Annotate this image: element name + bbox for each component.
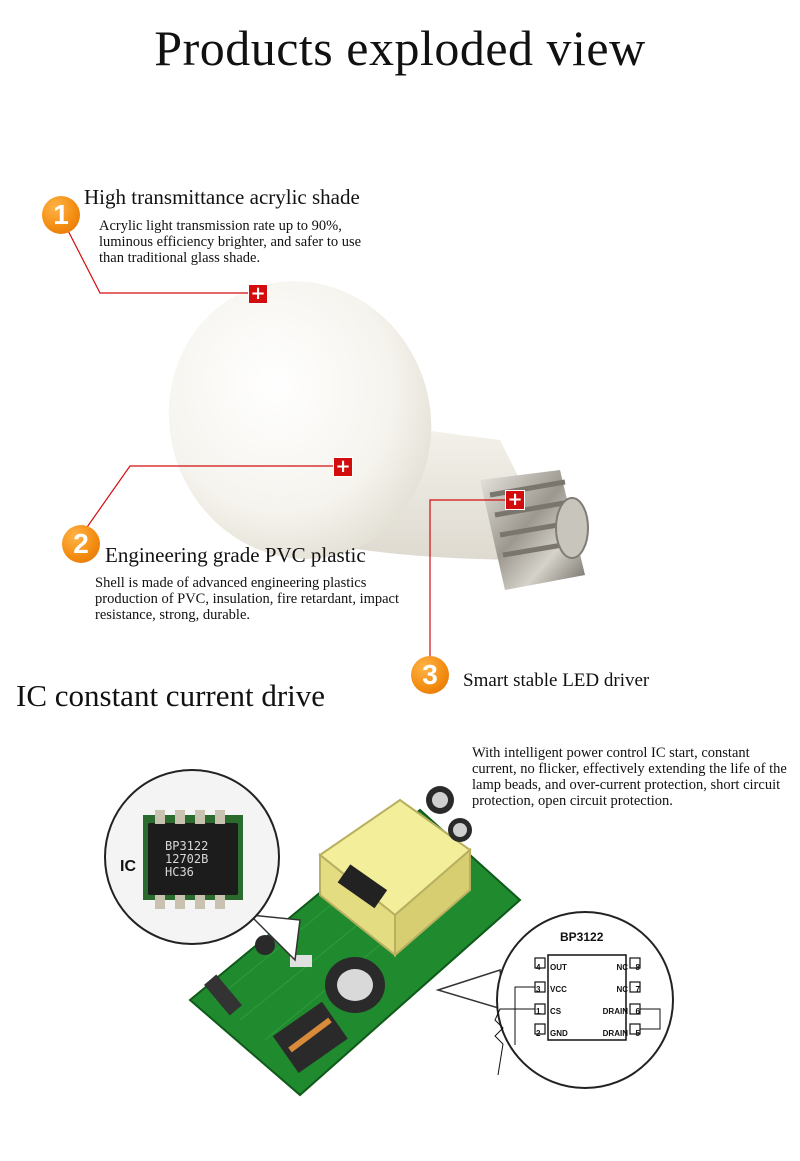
plus-marker-icon[interactable]: + — [505, 490, 525, 510]
feature-3-title: Smart stable LED driver — [463, 670, 650, 691]
leader-line-1 — [59, 214, 258, 294]
badge-1: 1 — [42, 196, 80, 234]
leader-line-2 — [77, 465, 343, 541]
driver-description: With intelligent power control IC start,… — [472, 745, 787, 809]
feature-1-description: Acrylic light transmission rate up to 90… — [99, 218, 362, 266]
chip-marking: BP3122 12702B HC36 — [165, 839, 209, 879]
badge-3: 3 — [411, 656, 449, 694]
plus-marker-icon[interactable]: + — [248, 284, 268, 304]
badge-2: 2 — [62, 525, 100, 563]
bulb-illustration — [59, 214, 589, 675]
leader-line-3 — [429, 499, 515, 675]
transformer — [318, 798, 472, 958]
feature-2-title: Engineering grade PVC plastic — [105, 543, 366, 567]
page-title: Products exploded view — [154, 20, 646, 76]
plus-marker-icon[interactable]: + — [333, 457, 353, 477]
ic-label: IC — [120, 858, 136, 875]
feature-1-title: High transmittance acrylic shade — [84, 185, 360, 209]
schematic-chip-name: BP3122 — [560, 930, 604, 944]
section-title: IC constant current drive — [16, 678, 326, 713]
feature-2-description: Shell is made of advanced engineering pl… — [95, 575, 400, 623]
